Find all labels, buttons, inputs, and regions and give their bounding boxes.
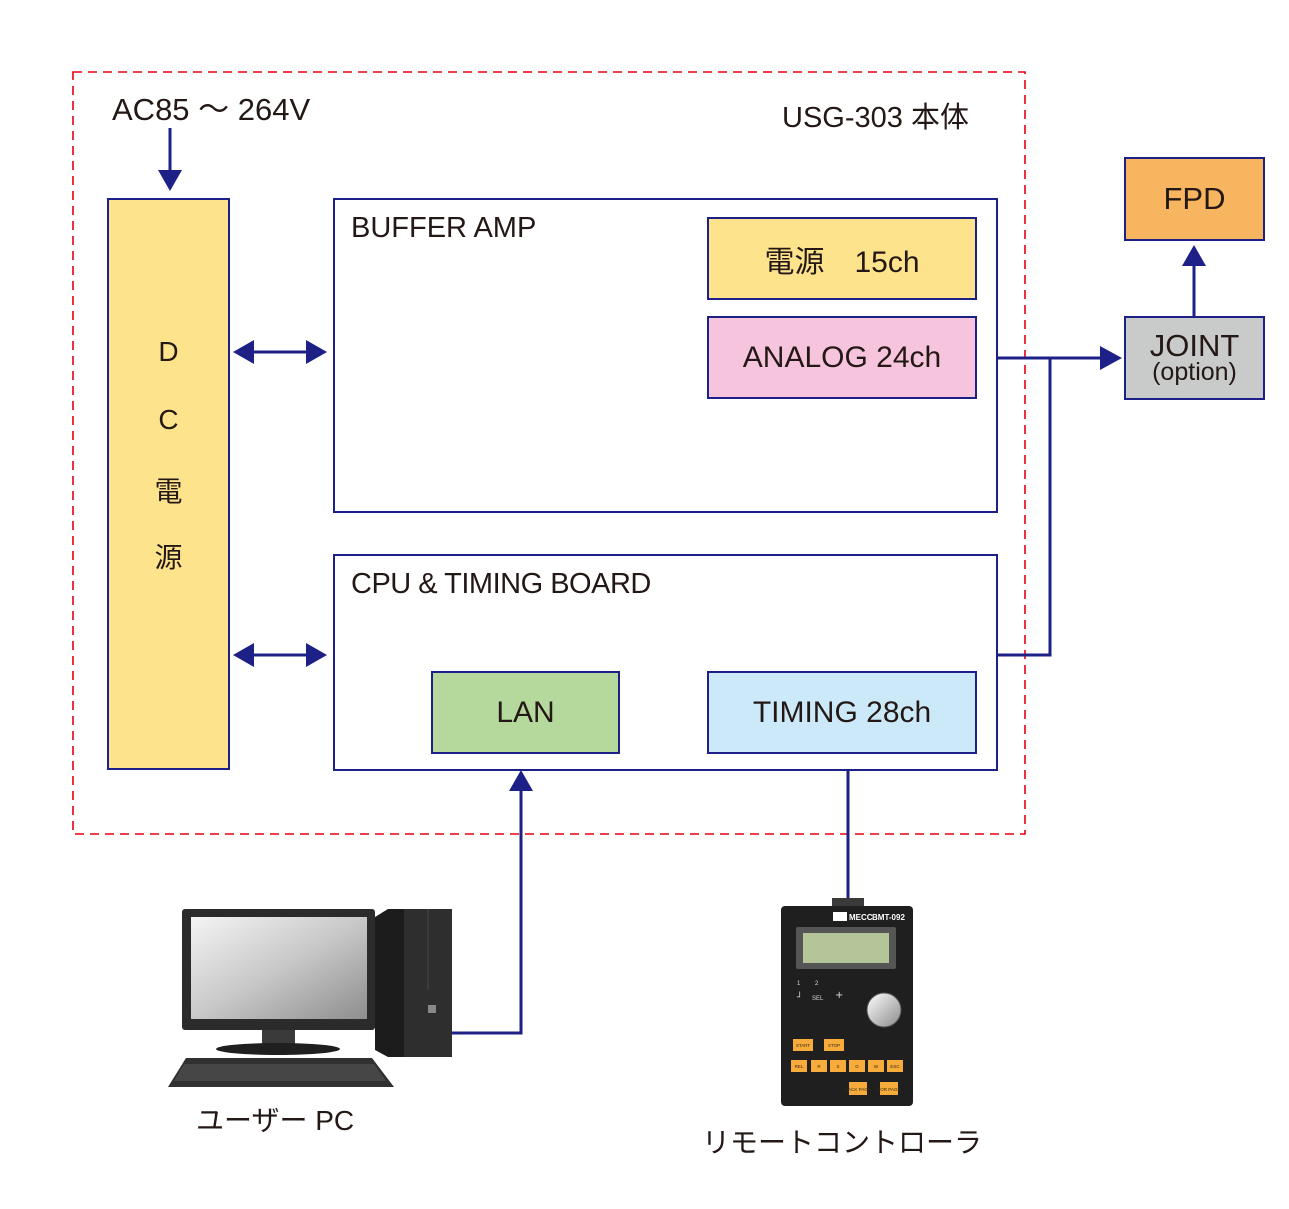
- svg-text:+: +: [835, 990, 843, 1001]
- fpd-box: FPD: [1124, 157, 1265, 241]
- remote-model: BMT-092: [872, 913, 905, 922]
- timing-box: TIMING 28ch: [707, 671, 977, 754]
- dc-buffer-arrow-left: [233, 340, 254, 364]
- joint-box: JOINT (option): [1124, 316, 1265, 400]
- lan-arrow-head: [509, 770, 533, 791]
- monitor-base: [216, 1043, 340, 1055]
- cpu-joint-line: [998, 358, 1052, 657]
- remote-controller-caption: リモートコントローラ: [702, 1127, 983, 1158]
- lan-label: LAN: [496, 695, 555, 729]
- svg-text:FOR PAGE: FOR PAGE: [878, 1087, 901, 1092]
- arrow-heads: [158, 170, 1206, 791]
- dc-cpu-arrow-right: [306, 643, 327, 667]
- joint-sub-label: (option): [1152, 358, 1237, 386]
- remote-connector: [832, 898, 864, 908]
- remote-mini-label-sel: SEL: [812, 996, 824, 1002]
- joint-label: JOINT: [1149, 328, 1240, 363]
- dc-power-char-2: C: [158, 404, 179, 435]
- enclosure-label: USG-303 本体: [782, 102, 969, 134]
- dc-cpu-arrow-left: [233, 643, 254, 667]
- enclosure-dashed-border: [72, 71, 1026, 835]
- svg-text:G: G: [855, 1064, 859, 1069]
- remote-logo-badge: [833, 912, 847, 921]
- dc-power-supply-box: D C 電 源: [107, 198, 230, 770]
- user-pc-illustration: [168, 909, 452, 1087]
- svg-text:BACK PAGE: BACK PAGE: [845, 1087, 871, 1092]
- pc-lan-line: [432, 790, 523, 1035]
- svg-text:STOP: STOP: [828, 1043, 840, 1048]
- fpd-arrow-head: [1182, 245, 1206, 266]
- svg-text:REL: REL: [795, 1064, 804, 1069]
- remote-key-labels: START STOP REL R S G W ESC BACK PAGE FOR…: [795, 1043, 901, 1092]
- cpu-board-title: CPU & TIMING BOARD: [351, 568, 651, 600]
- svg-text:┘: ┘: [796, 991, 802, 1003]
- user-pc-caption: ユーザー PC: [196, 1105, 355, 1136]
- dc-power-char-4: 源: [154, 542, 183, 573]
- remote-mini-label-1: 1: [797, 981, 801, 987]
- dc-power-char-1: D: [158, 336, 179, 367]
- power-input-label: AC85 ～ 264V: [112, 92, 311, 127]
- remote-lcd: [803, 933, 889, 963]
- remote-mini-label-2: 2: [815, 981, 819, 987]
- analog-box: ANALOG 24ch: [707, 316, 977, 399]
- svg-text:START: START: [796, 1043, 811, 1048]
- svg-text:R: R: [817, 1064, 821, 1069]
- monitor-screen: [191, 917, 367, 1019]
- svg-text:ESC: ESC: [890, 1064, 900, 1069]
- connection-lines: [168, 128, 1196, 1035]
- analog-label: ANALOG 24ch: [742, 340, 942, 374]
- dc-buffer-arrow-right: [306, 340, 327, 364]
- monitor-neck: [262, 1030, 295, 1046]
- buffer-amp-title: BUFFER AMP: [351, 212, 537, 244]
- buffer-power-box: 電源 15ch: [707, 217, 977, 300]
- remote-controller-illustration: MECC BMT-092 1 2 SEL ┘ + START STOP REL …: [781, 898, 913, 1106]
- svg-text:S: S: [836, 1064, 839, 1069]
- buffer-power-label: 電源 15ch: [764, 245, 920, 279]
- fpd-label: FPD: [1163, 181, 1226, 216]
- remote-keys: [791, 1039, 903, 1095]
- joint-arrow-head: [1100, 346, 1122, 370]
- timing-label: TIMING 28ch: [752, 695, 932, 729]
- dc-power-char-3: 電: [154, 476, 183, 507]
- lan-box: LAN: [431, 671, 620, 754]
- ac-arrow-head: [158, 170, 182, 191]
- remote-brand: MECC: [849, 913, 873, 922]
- remote-knob: [866, 992, 902, 1028]
- svg-text:W: W: [874, 1064, 879, 1069]
